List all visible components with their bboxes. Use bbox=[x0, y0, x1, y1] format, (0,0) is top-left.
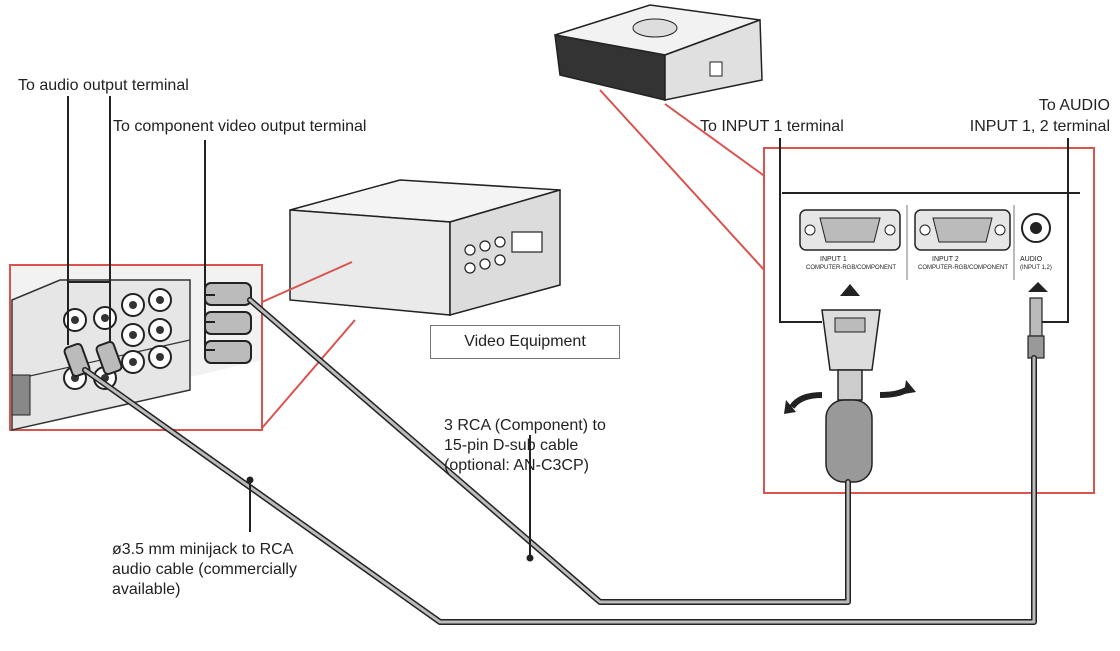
label-input1-terminal: To INPUT 1 terminal bbox=[700, 118, 844, 135]
label-rca-cable-3: (optional: AN-C3CP) bbox=[444, 457, 589, 474]
label-mini-cable-3: available) bbox=[112, 581, 181, 598]
label-rca-cable-1: 3 RCA (Component) to bbox=[444, 417, 606, 434]
label-rca-cable-2: 15-pin D-sub cable bbox=[444, 437, 579, 454]
label-video-equipment: Video Equipment bbox=[430, 325, 620, 359]
panel-label-audio: AUDIO bbox=[1020, 256, 1043, 263]
label-audio-input-2: INPUT 1, 2 terminal bbox=[969, 118, 1110, 135]
panel-label-audio-sub: (INPUT 1,2) bbox=[1020, 265, 1052, 271]
cables bbox=[82, 297, 1037, 625]
label-audio-input-1: To AUDIO bbox=[1038, 97, 1110, 114]
leader-lines bbox=[67, 96, 1069, 558]
zoom-callout-right bbox=[763, 147, 1095, 494]
video-equipment-zoom bbox=[9, 264, 263, 431]
label-mini-cable-2: audio cable (commercially bbox=[112, 561, 297, 578]
projector-terminal-zoom bbox=[763, 147, 1095, 494]
panel-label-input2: INPUT 2 bbox=[932, 256, 959, 263]
zoom-callout-left bbox=[9, 264, 263, 431]
panel-label-input1-sub: COMPUTER-RGB/COMPONENT bbox=[806, 265, 896, 271]
label-mini-cable-1: ø3.5 mm minijack to RCA bbox=[112, 541, 294, 558]
video-equipment-device bbox=[289, 179, 561, 316]
label-audio-output: To audio output terminal bbox=[18, 77, 189, 94]
panel-label-input1: INPUT 1 bbox=[820, 256, 847, 263]
projector-device bbox=[554, 4, 763, 101]
label-component-output: To component video output terminal bbox=[113, 118, 367, 135]
panel-label-input2-sub: COMPUTER-RGB/COMPONENT bbox=[918, 265, 1008, 271]
